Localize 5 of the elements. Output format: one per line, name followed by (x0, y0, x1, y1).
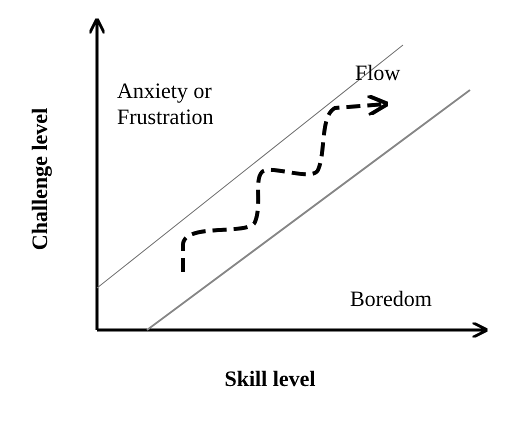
region-label: Anxiety or Frustration (117, 78, 215, 130)
axis-title: Skill level (223, 366, 317, 392)
region-label: Boredom (350, 286, 433, 312)
region-label: Flow (355, 60, 402, 86)
axis-title: Challenge level (27, 106, 53, 252)
